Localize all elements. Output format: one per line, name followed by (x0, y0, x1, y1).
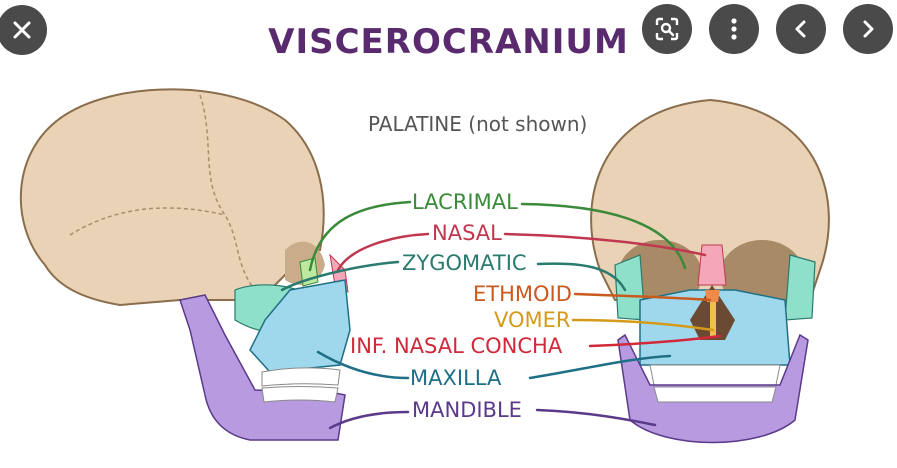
diagram-title: VISCEROCRANIUM (268, 22, 629, 62)
label-zygomatic: ZYGOMATIC (402, 251, 527, 275)
label-vomer: VOMER (494, 308, 571, 332)
more-vertical-icon (731, 18, 737, 40)
lateral-cranium (19, 88, 325, 307)
ethmoid-leader (573, 292, 712, 302)
chevron-left-icon (795, 20, 806, 38)
lateral-upper-teeth (261, 367, 341, 387)
label-inf-nasal-concha: INF. NASAL CONCHA (350, 334, 563, 358)
mandible-leader (328, 410, 410, 430)
anterior-upper-teeth (649, 364, 781, 386)
anterior-zygomatic-right (784, 254, 816, 321)
vomer-leader (571, 318, 715, 332)
mandible-leader-right (535, 408, 657, 427)
anterior-lower-teeth (653, 386, 777, 403)
lacrimal-leader-right (520, 202, 687, 270)
chevron-right-icon (863, 20, 874, 38)
more-button[interactable] (709, 4, 759, 54)
next-button[interactable] (843, 4, 893, 54)
leader-lines (280, 200, 722, 430)
lacrimal-leader (308, 200, 412, 272)
zygomatic-leader (280, 260, 400, 292)
close-icon (13, 21, 31, 39)
concha-leader (588, 334, 722, 348)
lens-button[interactable] (642, 4, 692, 54)
maxilla-leader (316, 350, 410, 380)
lateral-suture-2 (69, 207, 226, 236)
lateral-skull (19, 88, 351, 441)
lateral-suture (199, 94, 256, 291)
maxilla-leader-right (528, 354, 672, 380)
previous-button[interactable] (776, 4, 826, 54)
label-lacrimal: LACRIMAL (412, 190, 518, 214)
anterior-vomer (710, 300, 716, 338)
label-ethmoid: ETHMOID (473, 282, 572, 306)
close-button[interactable] (0, 5, 47, 55)
anterior-skull (590, 98, 830, 444)
zygomatic-leader-right (536, 262, 627, 292)
palatine-note: PALATINE (not shown) (368, 112, 588, 136)
label-nasal: NASAL (432, 221, 502, 245)
nasal-leader-right (503, 232, 707, 257)
nasal-leader (336, 232, 430, 272)
label-mandible: MANDIBLE (412, 398, 522, 422)
label-maxilla: MAXILLA (410, 366, 502, 390)
lateral-lower-teeth (261, 386, 339, 403)
anterior-nasal-bone (697, 244, 727, 286)
lens-icon (655, 17, 679, 41)
